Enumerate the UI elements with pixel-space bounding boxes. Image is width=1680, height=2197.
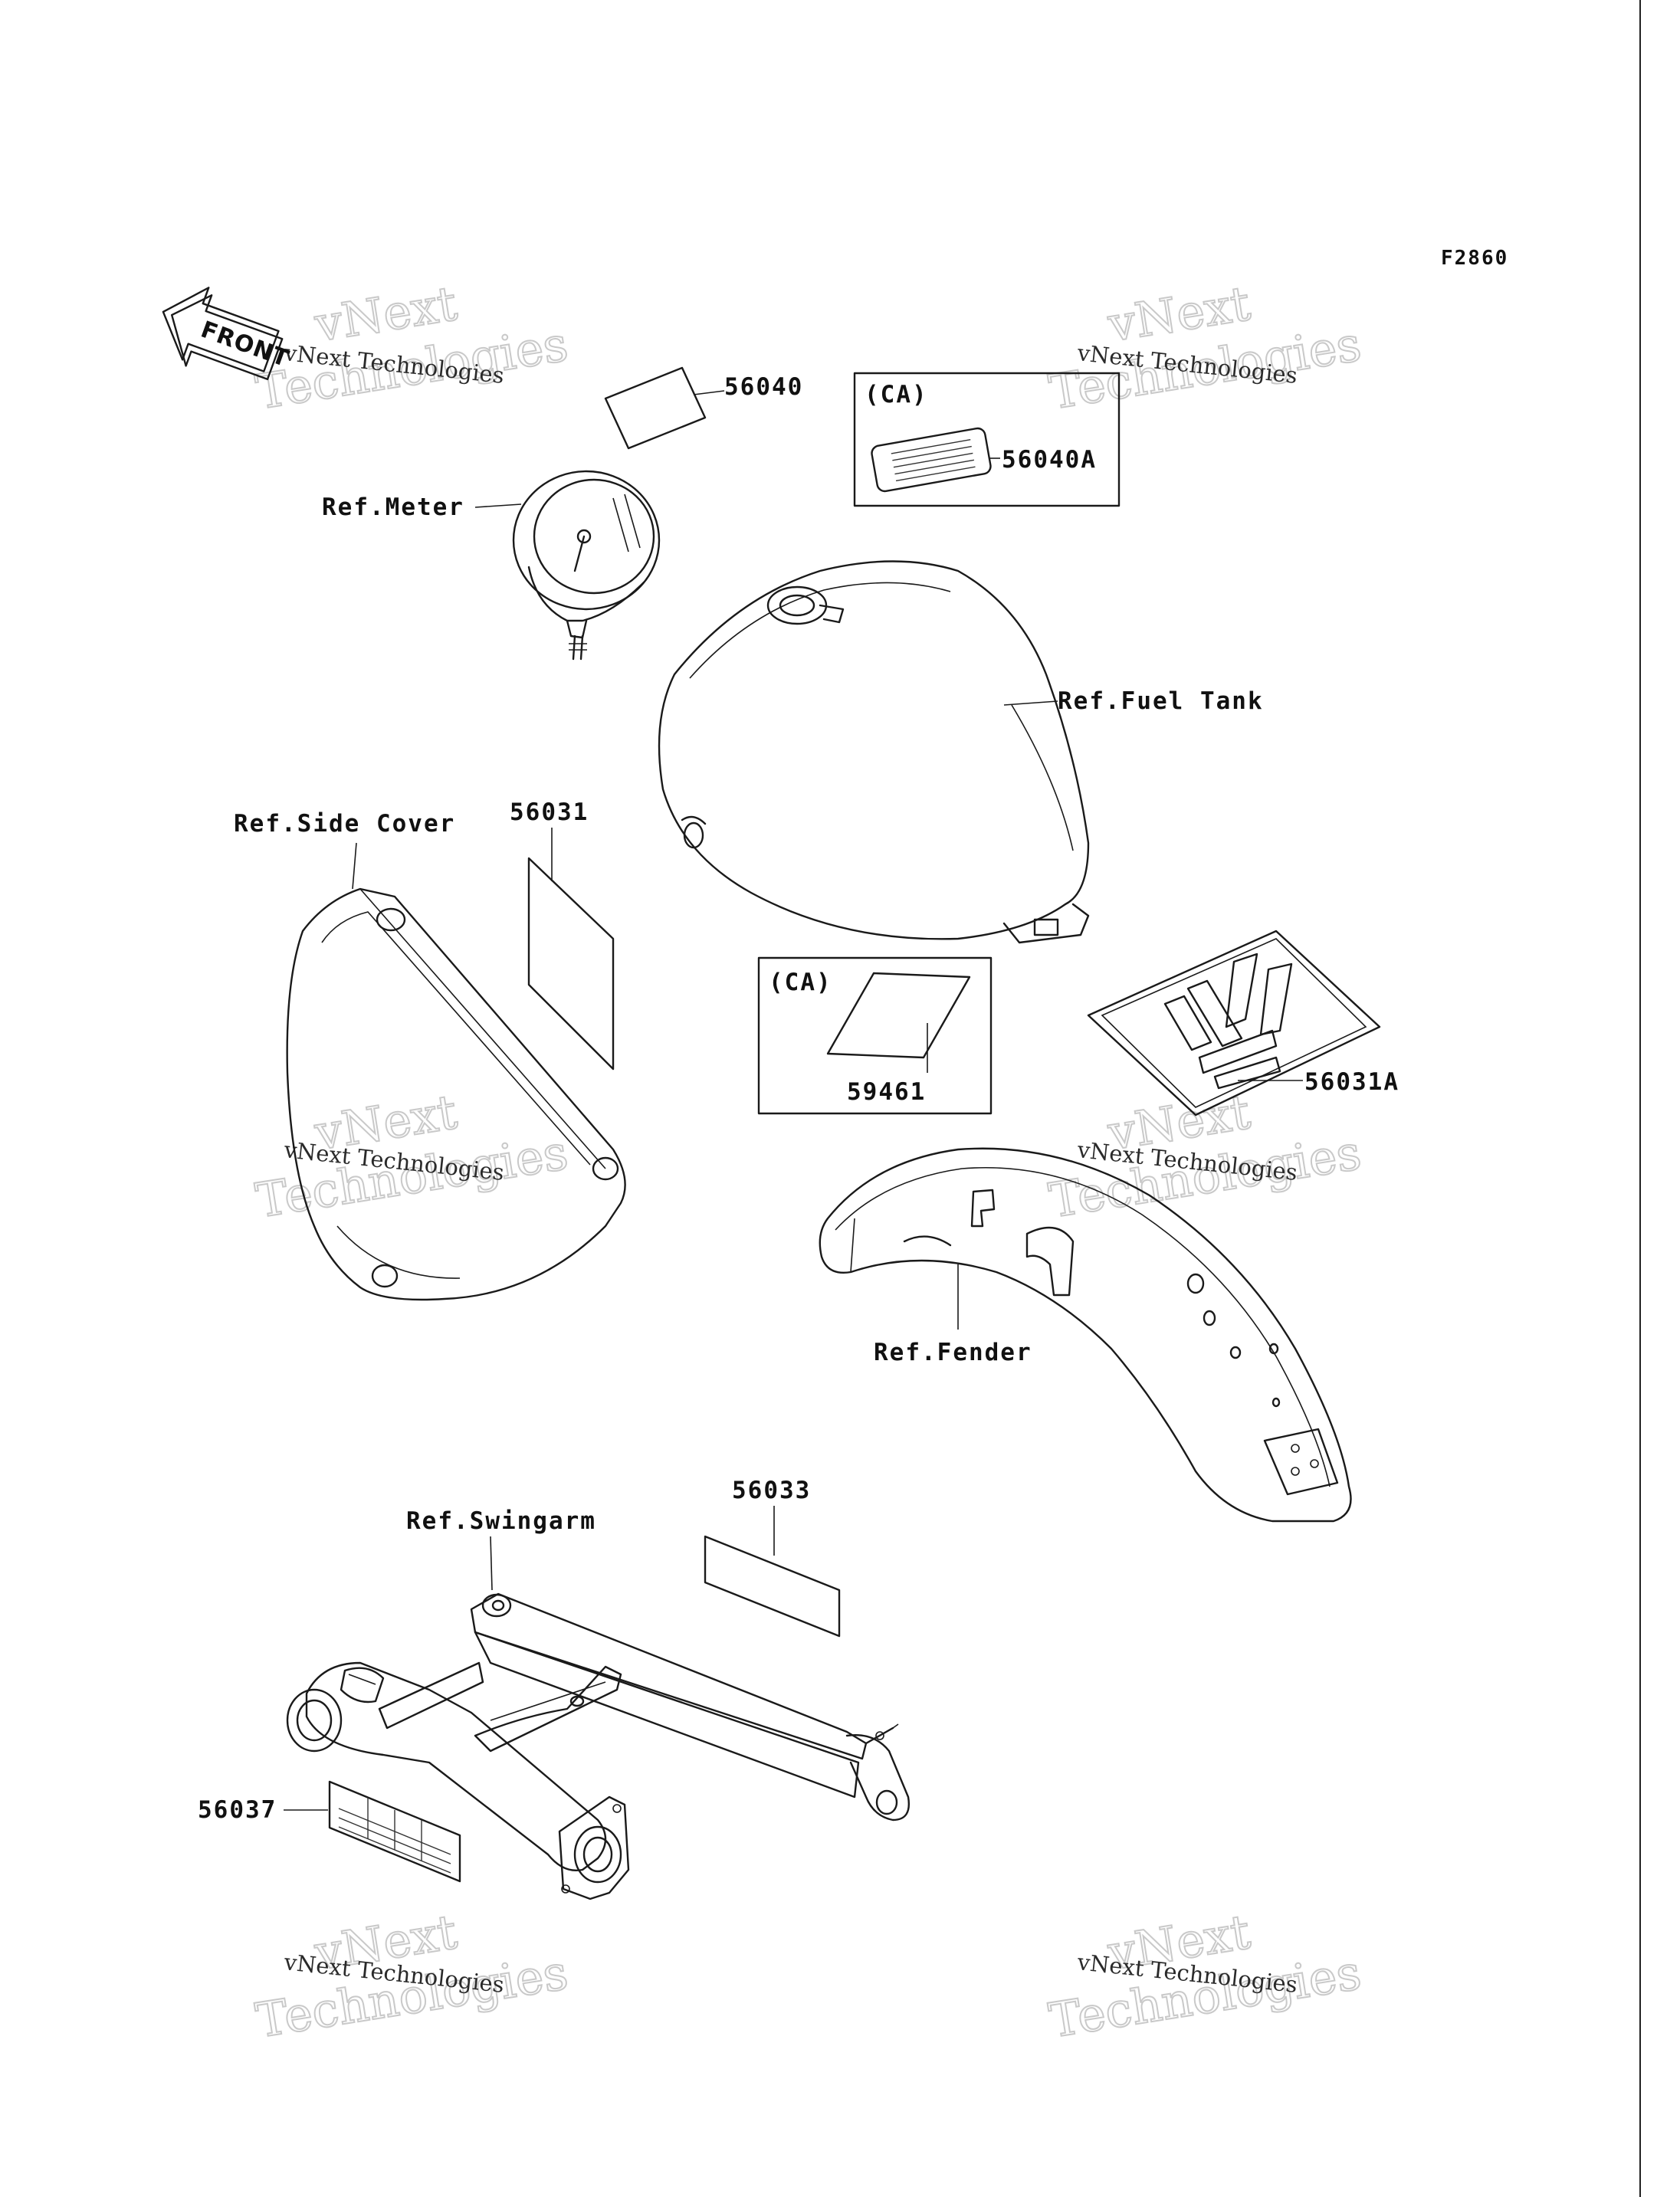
callout-ref-side-cover: Ref.Side Cover <box>234 810 455 838</box>
fuel-tank-part: Ref.Fuel Tank <box>658 560 1264 944</box>
callout-ref-fender: Ref.Fender <box>874 1339 1032 1366</box>
decal-56031: 56031 <box>510 798 615 1071</box>
decal-56040: 56040 <box>604 366 803 450</box>
meter-part: Ref.Meter <box>322 470 661 661</box>
ca-label-b: (CA) <box>769 969 832 996</box>
ca-box-59461: (CA) 59461 <box>757 956 993 1115</box>
side-cover-part: Ref.Side Cover <box>234 810 626 1301</box>
callout-ref-fuel-tank: Ref.Fuel Tank <box>1058 687 1264 715</box>
callout-56040A: 56040A <box>1002 446 1097 474</box>
swingarm-part: Ref.Swingarm <box>286 1507 910 1900</box>
ca-label-a: (CA) <box>865 381 928 408</box>
callout-56031A: 56031A <box>1304 1068 1399 1096</box>
fender-part: Ref.Fender <box>819 1147 1352 1523</box>
callout-59461: 59461 <box>847 1078 926 1106</box>
decal-56031A: 56031A <box>1087 930 1399 1117</box>
callout-56033: 56033 <box>732 1477 811 1504</box>
callout-56040: 56040 <box>724 373 803 401</box>
callout-56037: 56037 <box>198 1796 277 1824</box>
figure-code: F2860 <box>1441 247 1508 270</box>
decal-56037: 56037 <box>198 1780 461 1883</box>
decal-56033: 56033 <box>704 1477 841 1638</box>
callout-ref-meter: Ref.Meter <box>322 494 464 521</box>
callout-ref-swingarm: Ref.Swingarm <box>406 1507 596 1535</box>
ca-box-56040A: (CA) 56040A <box>853 372 1121 507</box>
callout-56031: 56031 <box>510 798 589 826</box>
